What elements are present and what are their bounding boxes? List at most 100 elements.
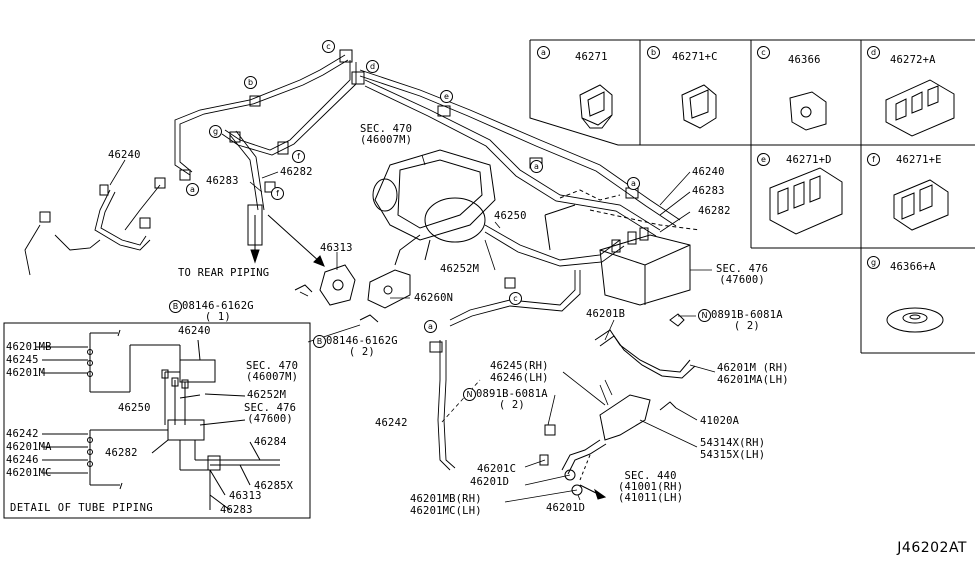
detail-box [3, 322, 311, 519]
inset-part-g: 46366+A [890, 261, 936, 273]
dsec476-line2: (47600) [247, 413, 293, 425]
rear-piping-arrows [247, 204, 325, 267]
nut2-line1: 0891B-6081A [476, 388, 548, 400]
detail-46252M: 46252M [247, 389, 287, 401]
callout-a-left: a [186, 183, 199, 196]
detail-46246: 46246 [6, 454, 39, 466]
label-46282-top: 46282 [280, 166, 313, 178]
detail-46250: 46250 [118, 402, 151, 414]
detail-46201MC: 46201MC [6, 467, 52, 479]
label-54314X-rh: 54314X(RH) [700, 437, 766, 449]
label-46201M-rh: 46201M (RH) [717, 362, 789, 374]
label-46201D-b: 46201D [546, 502, 586, 514]
label-46201B: 46201B [586, 308, 626, 320]
label-46283-right: 46283 [692, 185, 725, 197]
label-46313-main: 46313 [320, 242, 353, 254]
bolt2-line2: ( 2) [348, 346, 375, 358]
clip-46366-sketch [789, 91, 827, 131]
callout-g-inset: g [867, 256, 880, 269]
sec440-line2: (41001(RH) [618, 481, 684, 493]
junction-46313-sketch [294, 264, 356, 306]
label-nut-1: 0891B-6081A( 2) [711, 310, 783, 332]
label-sec476-main: SEC. 476(47600) [716, 264, 768, 286]
inset-part-b: 46271+C [672, 51, 718, 63]
bracket-46260N-sketch [359, 269, 411, 323]
bolt-symbol-2: B [313, 335, 326, 348]
dsec470-line2: (46007M) [246, 371, 299, 383]
nut-symbol-2: N [463, 388, 476, 401]
detail-46283: 46283 [220, 504, 253, 516]
label-46242-main: 46242 [375, 417, 408, 429]
hydraulic-unit-sketch [544, 189, 701, 306]
clip-46272a-sketch [885, 79, 955, 137]
nut2-line2: ( 2) [498, 399, 525, 411]
clip-46271-sketch [579, 84, 613, 129]
inset-part-f: 46271+E [896, 154, 942, 166]
label-46246-lh: 46246(LH) [490, 372, 549, 384]
label-sec470-main: SEC. 470(46007M) [360, 124, 412, 146]
label-bolt-2: 08146-6162G( 2) [326, 336, 398, 358]
dsec476-line1: SEC. 476 [244, 402, 297, 414]
label-to-rear-piping: TO REAR PIPING [178, 267, 270, 279]
detail-46285X: 46285X [254, 480, 294, 492]
label-46240-right: 46240 [692, 166, 725, 178]
grommet-46366a-sketch [886, 307, 944, 333]
detail-caption: DETAIL OF TUBE PIPING [10, 502, 154, 514]
callout-a-bottom: a [424, 320, 437, 333]
clip-46271c-sketch [681, 84, 717, 129]
label-bolt-1: 08146-6162G( 1) [182, 301, 254, 323]
callout-c-mid: c [509, 292, 522, 305]
callout-a-right: a [627, 177, 640, 190]
label-46201D-a: 46201D [470, 476, 510, 488]
sec470-line2: (46007M) [360, 134, 413, 146]
bolt2-line1: 08146-6162G [326, 335, 398, 347]
sec470-line1: SEC. 470 [360, 123, 413, 135]
sec440-line3: (41011(LH) [618, 492, 684, 504]
clip-46271e-sketch [893, 179, 949, 231]
bolt-symbol-1: B [169, 300, 182, 313]
label-46201MC-lh: 46201MC(LH) [410, 505, 482, 517]
inset-grid [529, 39, 975, 354]
label-41020A: 41020A [700, 415, 740, 427]
detail-sec476: SEC. 476(47600) [244, 403, 296, 425]
callout-e-top: e [440, 90, 453, 103]
detail-46284: 46284 [254, 436, 287, 448]
dsec470-line1: SEC. 470 [246, 360, 299, 372]
inset-part-d: 46272+A [890, 54, 936, 66]
callout-b-inset: b [647, 46, 660, 59]
label-46252M-main: 46252M [440, 263, 480, 275]
callout-c-inset: c [757, 46, 770, 59]
diagram-code: J46202AT [897, 540, 967, 556]
detail-46242: 46242 [6, 428, 39, 440]
callout-d-inset: d [867, 46, 880, 59]
detail-46201MB: 46201MB [6, 341, 52, 353]
detail-schematic [36, 329, 280, 511]
bolt1-line1: 08146-6162G [182, 300, 254, 312]
callout-e-inset: e [757, 153, 770, 166]
callout-f-left: f [292, 150, 305, 163]
callout-d-top: d [366, 60, 379, 73]
sec440-line1: SEC. 440 [624, 470, 677, 482]
detail-46201MA: 46201MA [6, 441, 52, 453]
label-46283-top: 46283 [206, 175, 239, 187]
label-46240-left: 46240 [108, 149, 141, 161]
master-cylinder-sketch [372, 149, 496, 266]
label-46245-rh: 46245(RH) [490, 360, 549, 372]
inset-part-c: 46366 [788, 54, 821, 66]
brake-hose-sketch [539, 313, 696, 500]
sec476-line2: (47600) [719, 274, 765, 286]
nut-symbol-1: N [698, 309, 711, 322]
callout-c-top: c [322, 40, 335, 53]
label-54315X-lh: 54315X(LH) [700, 449, 766, 461]
nut1-line1: 0891B-6081A [711, 309, 783, 321]
tube-clips [39, 49, 639, 353]
leader-lines [109, 154, 716, 503]
label-46250-main: 46250 [494, 210, 527, 222]
label-sec440: SEC. 440(41001(RH)(41011(LH) [618, 471, 683, 504]
callout-f-mid: f [271, 187, 284, 200]
callout-a-inset: a [537, 46, 550, 59]
clip-46271d-sketch [769, 167, 843, 235]
sec476-line1: SEC. 476 [716, 263, 769, 275]
callout-b-top: b [244, 76, 257, 89]
